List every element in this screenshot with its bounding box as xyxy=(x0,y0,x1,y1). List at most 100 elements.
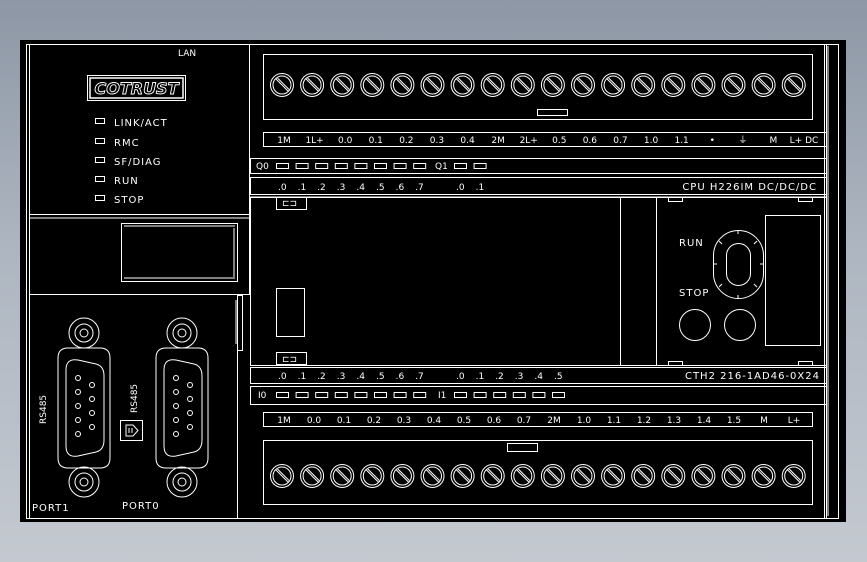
io-led xyxy=(413,392,427,398)
status-led-sf-diag: SF/DIAG xyxy=(95,157,161,168)
status-led-run: RUN xyxy=(95,176,138,187)
status-led-link: LINK/ACT xyxy=(95,118,168,129)
terminal-screw[interactable] xyxy=(420,464,445,488)
io-led xyxy=(413,163,427,169)
terminal-screw[interactable] xyxy=(691,464,716,488)
terminal-screw[interactable] xyxy=(601,464,626,488)
terminal-screw[interactable] xyxy=(721,73,746,97)
svg-text:⊏⊐: ⊏⊐ xyxy=(282,355,297,365)
led-indicator xyxy=(95,176,105,182)
terminal-label: 0.4 xyxy=(427,416,442,426)
right-rail xyxy=(824,44,839,519)
terminal-screw[interactable] xyxy=(631,464,656,488)
terminal-label: 2L+ xyxy=(520,136,538,146)
terminal-label: 0.7 xyxy=(613,136,627,146)
terminal-screw[interactable] xyxy=(360,464,385,488)
terminal-screw[interactable] xyxy=(360,73,385,97)
terminal-label: 0.2 xyxy=(367,416,381,426)
potentiometer-2[interactable] xyxy=(724,309,756,341)
io-led xyxy=(315,392,329,398)
terminal-screw[interactable] xyxy=(540,73,565,97)
expansion-slot[interactable] xyxy=(276,288,305,337)
terminal-screw[interactable] xyxy=(300,464,325,488)
terminal-screw[interactable] xyxy=(540,464,565,488)
terminal-label: M xyxy=(770,136,778,146)
terminal-screw[interactable] xyxy=(721,464,746,488)
io-number: .6 xyxy=(396,183,405,193)
terminal-screw[interactable] xyxy=(390,464,415,488)
terminal-label: 2M xyxy=(547,416,561,426)
status-led-rmc: RMC xyxy=(95,138,140,149)
terminal-label: 0.5 xyxy=(552,136,566,146)
io-led xyxy=(473,392,487,398)
terminal-screw[interactable] xyxy=(390,73,415,97)
input-group1-label: I0 xyxy=(258,391,267,401)
terminal-screw[interactable] xyxy=(751,464,776,488)
terminal-screw[interactable] xyxy=(270,464,294,488)
terminal-label: 0.4 xyxy=(460,136,475,146)
terminal-screw[interactable] xyxy=(631,73,656,97)
terminal-screw[interactable] xyxy=(480,73,505,97)
plc-drawing: LAN COTRUST LINK/ACT RMC SF/DIAG RUN STO… xyxy=(26,44,839,519)
terminal-screw[interactable] xyxy=(751,73,776,97)
led-indicator xyxy=(95,195,105,201)
terminal-label: 0.0 xyxy=(307,416,322,426)
led-indicator xyxy=(95,157,105,163)
port1-connector[interactable] xyxy=(57,317,111,498)
io-number: .3 xyxy=(337,372,346,382)
terminal-screw[interactable] xyxy=(571,73,595,97)
io-number: .2 xyxy=(495,372,504,382)
terminal-screw[interactable] xyxy=(420,73,445,97)
terminal-label: L+ DC xyxy=(790,136,819,146)
terminal-screw[interactable] xyxy=(330,464,355,488)
status-led-label: LINK/ACT xyxy=(114,118,168,129)
terminal-screw[interactable] xyxy=(661,73,686,97)
terminal-label: 0.6 xyxy=(487,416,502,426)
terminal-label: 0.5 xyxy=(457,416,471,426)
io-number: .4 xyxy=(534,372,543,382)
lan-label: LAN xyxy=(178,49,196,59)
terminal-screw[interactable] xyxy=(781,73,806,97)
terminal-screw[interactable] xyxy=(450,464,475,488)
terminal-screw[interactable] xyxy=(510,464,535,488)
bottom-terminal-block xyxy=(263,440,813,505)
terminal-screw[interactable] xyxy=(450,73,475,97)
terminal-screw[interactable] xyxy=(300,73,325,97)
terminal-screw[interactable] xyxy=(661,464,686,488)
terminal-screw[interactable] xyxy=(510,73,535,97)
terminal-label: 1.0 xyxy=(644,136,659,146)
io-led xyxy=(393,163,407,169)
io-number: .2 xyxy=(317,372,326,382)
port1-label: PORT1 xyxy=(32,503,70,514)
io-number: .2 xyxy=(317,183,326,193)
status-led-label: RMC xyxy=(114,138,140,149)
io-number: .0 xyxy=(278,183,287,193)
potentiometer-1[interactable] xyxy=(679,309,711,341)
terminal-screw[interactable] xyxy=(270,73,294,97)
terminal-screw[interactable] xyxy=(601,73,626,97)
io-led xyxy=(473,163,487,169)
io-led xyxy=(374,163,387,169)
input-group2-label: I1 xyxy=(438,391,446,401)
stop-label: STOP xyxy=(679,288,709,299)
cotrust-logo: COTRUST xyxy=(87,75,186,101)
memory-card-slot[interactable] xyxy=(765,215,821,346)
terminal-label: 1M xyxy=(277,416,291,426)
terminal-screw[interactable] xyxy=(480,464,505,488)
terminal-screw[interactable] xyxy=(330,73,355,97)
output-group2-label: Q1 xyxy=(435,162,448,172)
io-led xyxy=(493,392,507,398)
top-label-strip xyxy=(263,132,827,147)
io-number: .5 xyxy=(376,183,385,193)
io-led xyxy=(393,392,407,398)
plc-module: LAN COTRUST LINK/ACT RMC SF/DIAG RUN STO… xyxy=(20,40,846,522)
terminal-screw[interactable] xyxy=(571,464,595,488)
port0-connector[interactable] xyxy=(155,317,209,498)
terminal-screw[interactable] xyxy=(781,464,806,488)
lan-port[interactable] xyxy=(121,223,238,282)
io-led xyxy=(334,163,348,169)
terminal-label: 0.2 xyxy=(399,136,413,146)
terminal-screw[interactable] xyxy=(691,73,716,97)
output-led-row xyxy=(276,163,487,169)
run-stop-switch[interactable] xyxy=(713,230,764,299)
